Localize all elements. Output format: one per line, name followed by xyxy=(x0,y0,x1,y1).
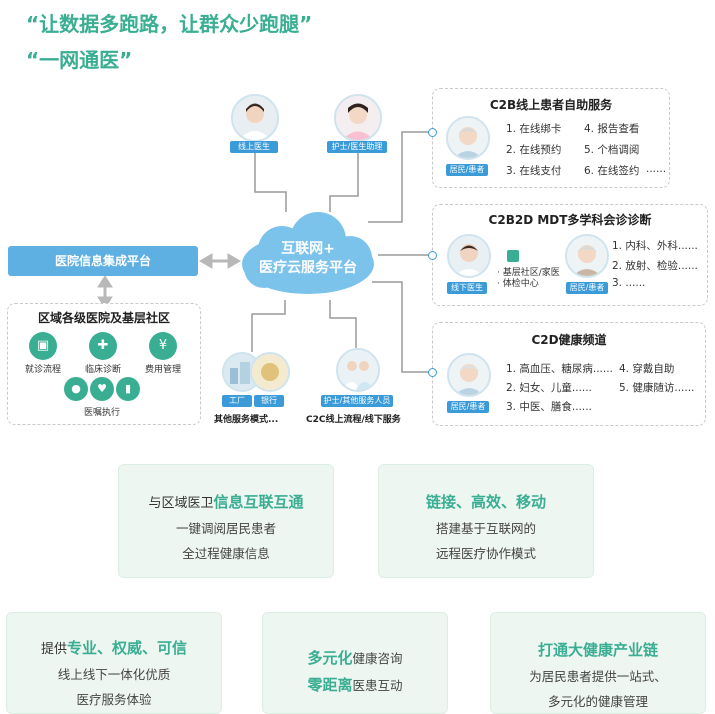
card1-prefix: 与区域医卫 xyxy=(148,496,214,511)
nurse-avatar xyxy=(334,94,382,142)
cloud-line2: 医疗云服务平台 xyxy=(259,260,357,276)
headline-slogan: “让数据多跑路，让群众少跑腿” xyxy=(26,12,313,36)
cloud-platform-label: 互联网+ 医疗云服务平台 xyxy=(234,240,382,278)
cost-management-icon: ¥ xyxy=(149,332,177,360)
c2b-item-payment: 3. 在线支付 xyxy=(506,165,562,177)
process-flow-icon: ▣ xyxy=(29,332,57,360)
medicine-bottle-icon: ▮ xyxy=(116,377,140,401)
c2b-item-records: 5. 个档调阅 xyxy=(584,144,640,156)
card4-hl2: 零距离 xyxy=(307,676,353,694)
c2d-item-chronic: 1. 高血压、糖尿病...... xyxy=(506,363,613,375)
tag-mdt-patient: 居民/患者 xyxy=(566,282,608,294)
card4-t2: 医患互动 xyxy=(352,678,403,693)
card3-prefix: 提供 xyxy=(40,642,67,657)
headline-title: “一网通医” xyxy=(26,48,133,72)
tag-service-staff: 护士/其他服务人员 xyxy=(321,395,393,407)
card3-line2: 线上线下一体化优质 xyxy=(57,667,171,682)
clinical-diagnosis-icon: ✚ xyxy=(89,332,117,360)
mdt-item-more: 3. ...... xyxy=(612,277,646,289)
card3-highlight: 专业、权威、可信 xyxy=(67,639,188,657)
hospital-integration-platform: 医院信息集成平台 xyxy=(8,246,198,276)
c2d-item-women-children: 2. 妇女、儿童...... xyxy=(506,382,592,394)
c2d-title: C2D健康频道 xyxy=(531,333,607,347)
cloud-icon xyxy=(242,212,374,294)
c2d-item-followup: 5. 健康随访...... xyxy=(619,382,695,394)
card1-highlight: 信息互联互通 xyxy=(213,493,304,511)
c2b-title: C2B线上患者自助服务 xyxy=(489,98,613,112)
card4-t1: 健康咨询 xyxy=(352,651,403,666)
bank-icon xyxy=(250,352,290,392)
heart-icon: ♥ xyxy=(90,377,114,401)
card2-line2: 搭建基于互联网的 xyxy=(435,521,536,536)
mdt-checkup-center: · 体检中心 xyxy=(497,279,539,289)
tag-online-doctor: 线上医生 xyxy=(230,141,278,153)
caption-other-services: 其他服务模式... xyxy=(214,415,279,425)
cloud-line1: 互联网+ xyxy=(281,241,335,257)
card-remote-collab: 链接、高效、移动 搭建基于互联网的 远程医疗协作模式 xyxy=(378,464,594,578)
card3-line3: 医疗服务体验 xyxy=(76,692,152,707)
card5-line2: 为居民患者提供一站式、 xyxy=(529,669,667,684)
mdt-patient-avatar xyxy=(565,234,609,278)
label-clinical-diagnosis: 临床诊断 xyxy=(84,365,121,375)
caption-c2c-service: C2C线上流程/线下服务 xyxy=(306,415,401,425)
tag-nurse: 护士/医生助理 xyxy=(327,141,387,153)
mdt-title: C2B2D MDT多学科会诊诊断 xyxy=(488,213,652,227)
card-industry-chain: 打通大健康产业链 为居民患者提供一站式、 多元化的健康管理 xyxy=(490,612,706,714)
regional-hospitals-box xyxy=(7,303,201,425)
mdt-doctor-avatar xyxy=(447,234,491,278)
c2b-item-report: 4. 报告查看 xyxy=(584,123,640,135)
mdt-connector-dot xyxy=(428,251,437,260)
c2b-item-appointment: 2. 在线预约 xyxy=(506,144,562,156)
card2-line3: 远程医疗协作模式 xyxy=(435,546,536,561)
c2b-item-more: ...... xyxy=(646,163,667,175)
label-cost-management: 费用管理 xyxy=(144,365,181,375)
c2b-item-bind-card: 1. 在线绑卡 xyxy=(506,123,562,135)
tag-c2b-patient: 居民/患者 xyxy=(446,164,488,176)
card-diversified: 多元化健康咨询 零距离医患互动 xyxy=(262,612,448,714)
tag-factory: 工厂 xyxy=(222,395,252,407)
card-info-interconnect: 与区域医卫信息互联互通 一键调阅居民患者 全过程健康信息 xyxy=(118,464,334,578)
card1-line3: 全过程健康信息 xyxy=(182,546,270,561)
tag-offline-doctor: 线下医生 xyxy=(447,282,487,294)
c2d-item-tcm-diet: 3. 中医、膳食...... xyxy=(506,401,592,413)
c2d-patient-avatar xyxy=(447,353,491,397)
card2-highlight: 链接、高效、移动 xyxy=(425,493,546,511)
building-icon xyxy=(507,250,519,262)
capsule-icon: ● xyxy=(64,377,88,401)
card4-hl1: 多元化 xyxy=(307,649,353,667)
c2d-item-wearable: 4. 穿戴自助 xyxy=(619,363,675,375)
mdt-item-internal: 1. 内科、外科...... xyxy=(612,240,698,252)
c2b-connector-dot xyxy=(428,128,437,137)
mdt-community: · 基层社区/家医 xyxy=(497,268,560,278)
tag-bank: 银行 xyxy=(254,395,284,407)
card5-line3: 多元化的健康管理 xyxy=(547,694,648,709)
label-process-flow: 就诊流程 xyxy=(24,365,61,375)
card1-line2: 一键调阅居民患者 xyxy=(175,521,276,536)
c2d-connector-dot xyxy=(428,368,437,377)
c2b-patient-avatar xyxy=(446,116,490,160)
c2b-item-signing: 6. 在线签约 xyxy=(584,165,640,177)
online-doctor-avatar xyxy=(231,94,279,142)
mdt-item-radiology: 2. 放射、检验...... xyxy=(612,260,698,272)
card5-highlight: 打通大健康产业链 xyxy=(537,641,658,659)
regional-hospitals-title: 区域各级医院及基层社区 xyxy=(37,311,170,325)
tag-c2d-patient: 居民/患者 xyxy=(447,401,489,413)
service-staff-avatar xyxy=(336,348,380,392)
label-medical-orders: 医嘱执行 xyxy=(83,408,120,418)
card-professional: 提供专业、权威、可信 线上线下一体化优质 医疗服务体验 xyxy=(6,612,222,714)
